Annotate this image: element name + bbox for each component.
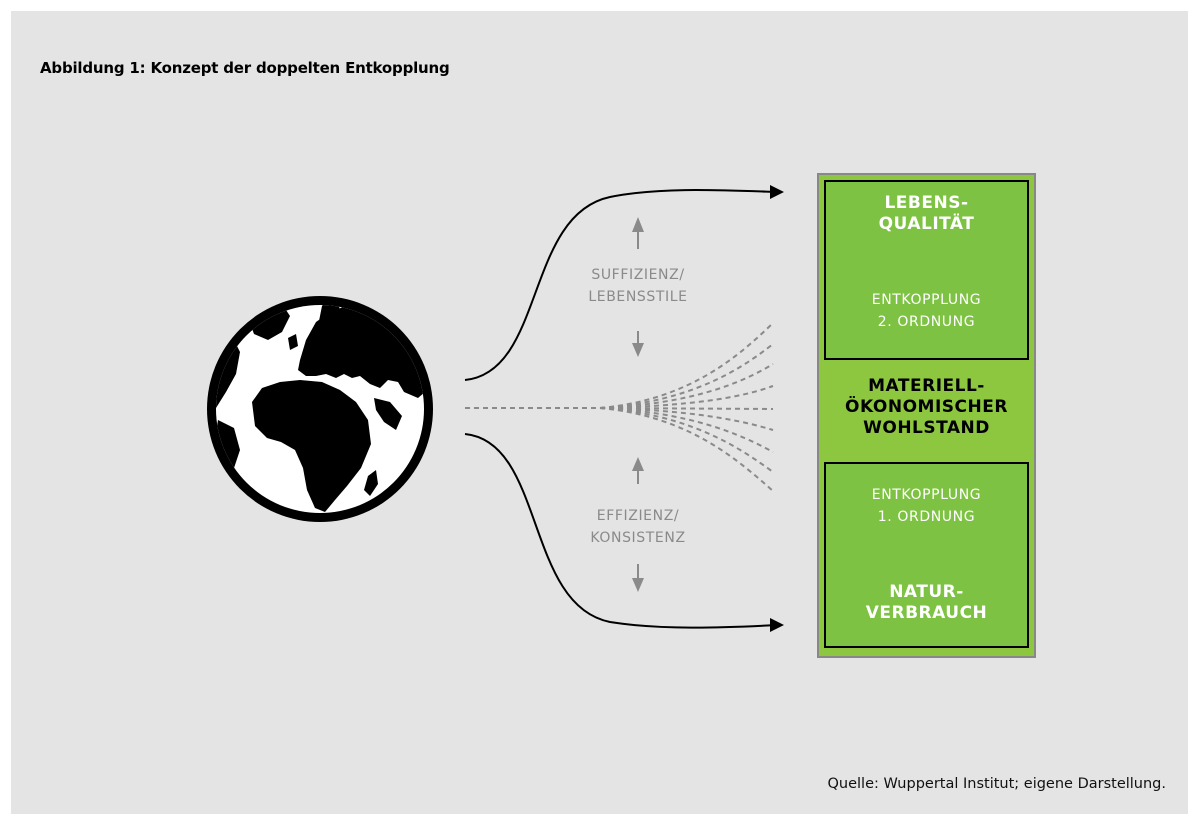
naturverbrauch-heading-line-1: NATUR- bbox=[889, 582, 964, 602]
wohlstand-heading: MATERIELL- ÖKONOMISCHER WOHLSTAND bbox=[818, 376, 1035, 439]
lower-arrowhead bbox=[770, 618, 784, 632]
lebensqualitaet-heading: LEBENS- QUALITÄT bbox=[825, 193, 1028, 235]
globe-icon bbox=[207, 296, 433, 522]
entkopplung-2-label: ENTKOPPLUNG 2. ORDNUNG bbox=[825, 289, 1028, 333]
wohlstand-heading-line-2: ÖKONOMISCHER bbox=[845, 397, 1008, 417]
source-note: Quelle: Wuppertal Institut; eigene Darst… bbox=[827, 776, 1166, 792]
lower-down-arrow bbox=[632, 564, 644, 592]
entkopplung-1-line-2: 1. ORDNUNG bbox=[877, 509, 976, 525]
lower-driver-label: EFFIZIENZ/ KONSISTENZ bbox=[548, 505, 728, 549]
figure-title: Abbildung 1: Konzept der doppelten Entko… bbox=[40, 59, 450, 77]
naturverbrauch-box bbox=[824, 462, 1029, 648]
upper-arrowhead bbox=[770, 185, 784, 199]
naturverbrauch-heading: NATUR- VERBRAUCH bbox=[825, 582, 1028, 624]
entkopplung-1-line-1: ENTKOPPLUNG bbox=[871, 487, 982, 503]
lebensqualitaet-box bbox=[824, 180, 1029, 360]
lower-curve-arrow bbox=[464, 433, 779, 629]
entkopplung-1-label: ENTKOPPLUNG 1. ORDNUNG bbox=[825, 484, 1028, 528]
lower-driver-line-2: KONSISTENZ bbox=[590, 530, 686, 546]
upper-curve-arrow bbox=[464, 188, 779, 381]
upper-driver-line-2: LEBENSSTILE bbox=[588, 289, 688, 305]
naturverbrauch-heading-line-2: VERBRAUCH bbox=[865, 603, 988, 623]
upper-driver-line-1: SUFFIZIENZ/ bbox=[591, 267, 685, 283]
lebensqualitaet-heading-line-1: LEBENS- bbox=[884, 193, 969, 213]
upper-up-arrow bbox=[632, 217, 644, 249]
lebensqualitaet-heading-line-2: QUALITÄT bbox=[878, 214, 975, 234]
lower-up-arrow bbox=[632, 457, 644, 484]
wohlstand-heading-line-3: WOHLSTAND bbox=[863, 418, 990, 438]
entkopplung-2-line-1: ENTKOPPLUNG bbox=[871, 292, 982, 308]
upper-down-arrow bbox=[632, 331, 644, 357]
upper-driver-label: SUFFIZIENZ/ LEBENSSTILE bbox=[548, 264, 728, 308]
entkopplung-2-line-2: 2. ORDNUNG bbox=[877, 314, 976, 330]
dashed-fan-lines bbox=[465, 322, 774, 492]
wohlstand-heading-line-1: MATERIELL- bbox=[868, 376, 985, 396]
lower-driver-line-1: EFFIZIENZ/ bbox=[596, 508, 680, 524]
